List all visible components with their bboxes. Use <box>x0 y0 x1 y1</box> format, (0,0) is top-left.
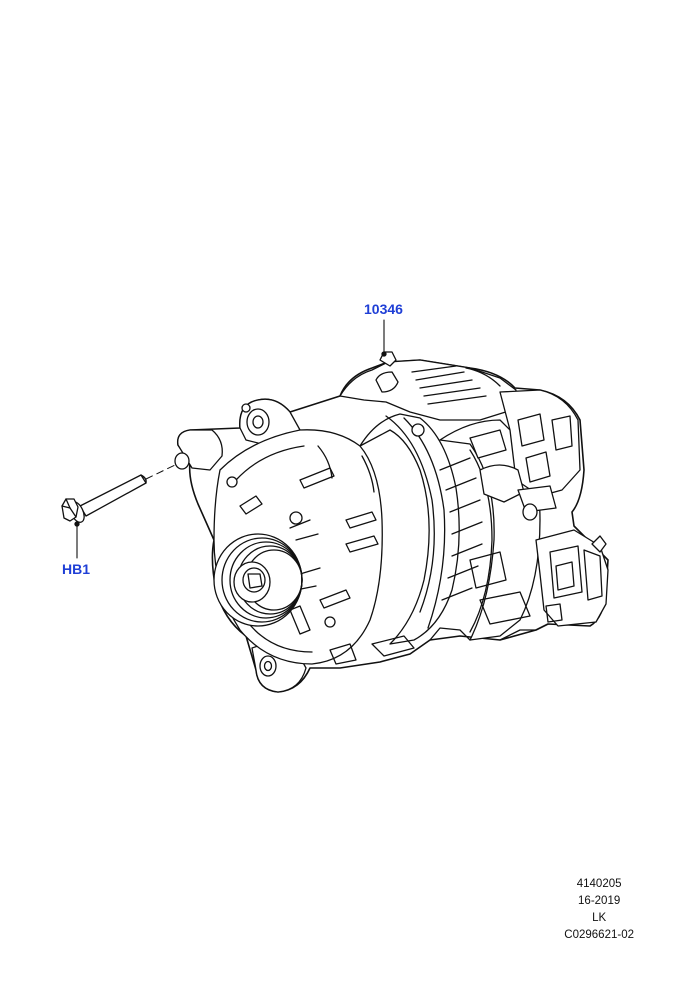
leader-dot-10346 <box>381 351 387 357</box>
callout-hb1[interactable]: HB1 <box>62 561 91 577</box>
illustration-meta-block: 4140205 16-2019 LK C0296621-02 <box>564 876 634 944</box>
callout-10346[interactable]: 10346 <box>364 301 403 317</box>
meta-line-3: LK <box>592 912 607 924</box>
pulley <box>213 533 303 627</box>
alternator-assembly[interactable] <box>174 351 609 693</box>
meta-line-1: 4140205 <box>576 878 622 890</box>
meta-line-2: 16-2019 <box>578 895 621 907</box>
connector-block <box>535 529 609 627</box>
meta-line-4: C0296621-02 <box>564 929 634 941</box>
bolt-hb1[interactable] <box>61 474 147 525</box>
leader-dot-hb1 <box>74 521 80 527</box>
